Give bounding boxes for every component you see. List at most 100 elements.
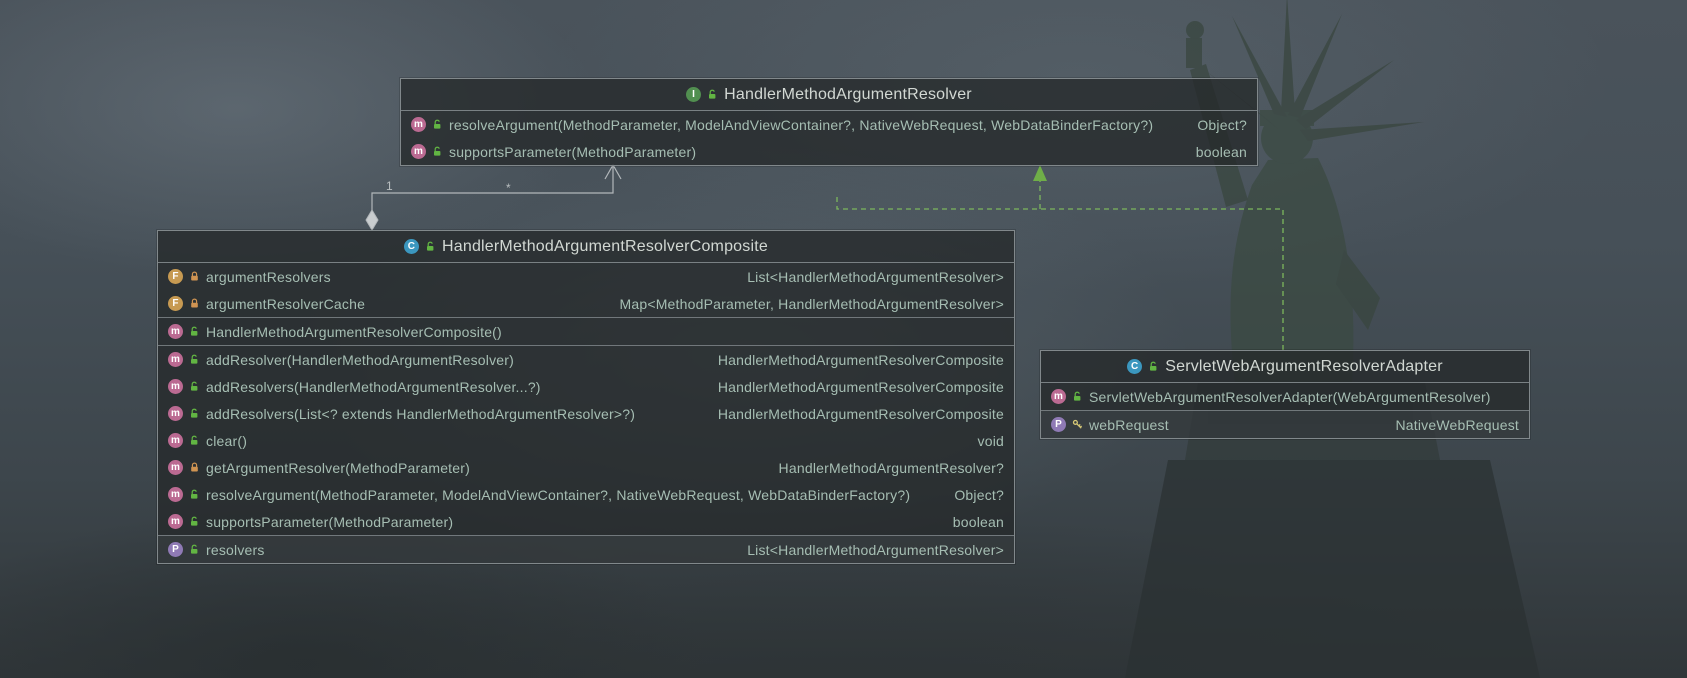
public-visibility-icon — [189, 326, 200, 337]
class-header: C ServletWebArgumentResolverAdapter — [1041, 351, 1529, 383]
public-visibility-icon — [189, 435, 200, 446]
member-label: ServletWebArgumentResolverAdapter(WebArg… — [1089, 388, 1491, 405]
class-node-handler-method-argument-resolver-composite[interactable]: C HandlerMethodArgumentResolverComposite… — [157, 230, 1015, 564]
class-title: HandlerMethodArgumentResolverComposite — [442, 237, 768, 255]
multiplicity-label: * — [506, 181, 511, 195]
public-visibility-icon — [189, 354, 200, 365]
section-methods: m resolveArgument(MethodParameter, ModelA… — [401, 111, 1257, 165]
member-type: HandlerMethodArgumentResolverComposite — [717, 405, 1004, 422]
private-visibility-icon — [189, 271, 200, 282]
method-icon: m — [168, 487, 183, 502]
member-type: HandlerMethodArgumentResolver? — [778, 459, 1004, 476]
member-type: boolean — [952, 513, 1004, 530]
realization-arrowhead-icon — [1033, 165, 1047, 181]
class-header: I HandlerMethodArgumentResolver — [401, 79, 1257, 111]
class-title: ServletWebArgumentResolverAdapter — [1165, 357, 1443, 375]
private-visibility-icon — [189, 298, 200, 309]
method-icon: m — [168, 324, 183, 339]
member-type: List<HandlerMethodArgumentResolver> — [747, 541, 1004, 558]
member-row[interactable]: m ServletWebArgumentResolverAdapter(WebAr… — [1041, 383, 1529, 410]
method-icon: m — [411, 117, 426, 132]
member-label: getArgumentResolver(MethodParameter) — [206, 459, 470, 476]
member-type: Object? — [1197, 116, 1247, 133]
interface-icon: I — [686, 87, 702, 102]
member-row[interactable]: m addResolver(HandlerMethodArgumentResolv… — [158, 346, 1014, 373]
aggregation-edge[interactable] — [371, 166, 614, 210]
method-icon: m — [168, 406, 183, 421]
member-type: boolean — [1195, 143, 1247, 160]
public-visibility-icon — [189, 516, 200, 527]
field-icon: F — [168, 296, 183, 311]
member-label: clear() — [206, 432, 248, 449]
protected-visibility-icon — [1072, 419, 1083, 430]
section-constructors: m HandlerMethodArgumentResolverComposite(… — [158, 317, 1014, 345]
member-type: HandlerMethodArgumentResolverComposite — [717, 351, 1004, 368]
public-visibility-icon — [432, 119, 443, 130]
member-row[interactable]: m supportsParameter(MethodParameter) boole… — [401, 138, 1257, 165]
public-visibility-icon — [189, 408, 200, 419]
member-row[interactable]: m getArgumentResolver(MethodParameter) Han… — [158, 454, 1014, 481]
member-type: void — [977, 432, 1004, 449]
multiplicity-label: 1 — [386, 179, 393, 193]
member-type: Object? — [954, 486, 1004, 503]
public-visibility-icon — [432, 146, 443, 157]
member-type: Map<MethodParameter, HandlerMethodArgume… — [619, 295, 1004, 312]
public-visibility-icon — [707, 89, 718, 100]
member-type: List<HandlerMethodArgumentResolver> — [747, 268, 1004, 285]
public-visibility-icon — [189, 489, 200, 500]
private-visibility-icon — [189, 462, 200, 473]
realization-edge[interactable] — [836, 196, 1284, 350]
method-icon: m — [168, 514, 183, 529]
class-node-handler-method-argument-resolver[interactable]: I HandlerMethodArgumentResolver m resolve… — [400, 78, 1258, 166]
member-label: webRequest — [1089, 416, 1169, 433]
field-icon: F — [168, 269, 183, 284]
member-row[interactable]: m resolveArgument(MethodParameter, ModelA… — [401, 111, 1257, 138]
property-icon: P — [168, 542, 183, 557]
method-icon: m — [168, 433, 183, 448]
class-icon: C — [1127, 359, 1143, 374]
member-row[interactable]: m clear() void — [158, 427, 1014, 454]
public-visibility-icon — [1072, 391, 1083, 402]
public-visibility-icon — [1148, 361, 1159, 372]
member-label: supportsParameter(MethodParameter) — [449, 143, 697, 160]
member-row[interactable]: m HandlerMethodArgumentResolverComposite(… — [158, 318, 1014, 345]
class-node-servlet-web-argument-resolver-adapter[interactable]: C ServletWebArgumentResolverAdapter m Ser… — [1040, 350, 1530, 439]
class-header: C HandlerMethodArgumentResolverComposite — [158, 231, 1014, 263]
member-row[interactable]: m addResolvers(List<? extends HandlerMeth… — [158, 400, 1014, 427]
method-icon: m — [168, 460, 183, 475]
member-label: resolvers — [206, 541, 265, 558]
class-title: HandlerMethodArgumentResolver — [724, 85, 972, 103]
section-constructors: m ServletWebArgumentResolverAdapter(WebAr… — [1041, 383, 1529, 410]
method-icon: m — [411, 144, 426, 159]
member-label: addResolvers(HandlerMethodArgumentResolv… — [206, 378, 541, 395]
member-label: HandlerMethodArgumentResolverComposite() — [206, 323, 502, 340]
member-row[interactable]: m addResolvers(HandlerMethodArgumentResol… — [158, 373, 1014, 400]
property-icon: P — [1051, 417, 1066, 432]
member-row[interactable]: m resolveArgument(MethodParameter, ModelA… — [158, 481, 1014, 508]
member-label: argumentResolvers — [206, 268, 331, 285]
public-visibility-icon — [425, 241, 436, 252]
method-icon: m — [168, 352, 183, 367]
member-label: resolveArgument(MethodParameter, ModelAn… — [206, 486, 911, 503]
member-label: resolveArgument(MethodParameter, ModelAn… — [449, 116, 1154, 133]
public-visibility-icon — [189, 381, 200, 392]
public-visibility-icon — [189, 544, 200, 555]
method-icon: m — [1051, 389, 1066, 404]
member-label: addResolvers(List<? extends HandlerMetho… — [206, 405, 636, 422]
member-type: HandlerMethodArgumentResolverComposite — [717, 378, 1004, 395]
member-label: supportsParameter(MethodParameter) — [206, 513, 454, 530]
class-icon: C — [404, 239, 419, 254]
aggregation-diamond-icon — [365, 209, 379, 231]
member-label: addResolver(HandlerMethodArgumentResolve… — [206, 351, 514, 368]
member-type: NativeWebRequest — [1395, 416, 1519, 433]
member-label: argumentResolverCache — [206, 295, 366, 312]
member-row[interactable]: m supportsParameter(MethodParameter) boole… — [158, 508, 1014, 535]
method-icon: m — [168, 379, 183, 394]
